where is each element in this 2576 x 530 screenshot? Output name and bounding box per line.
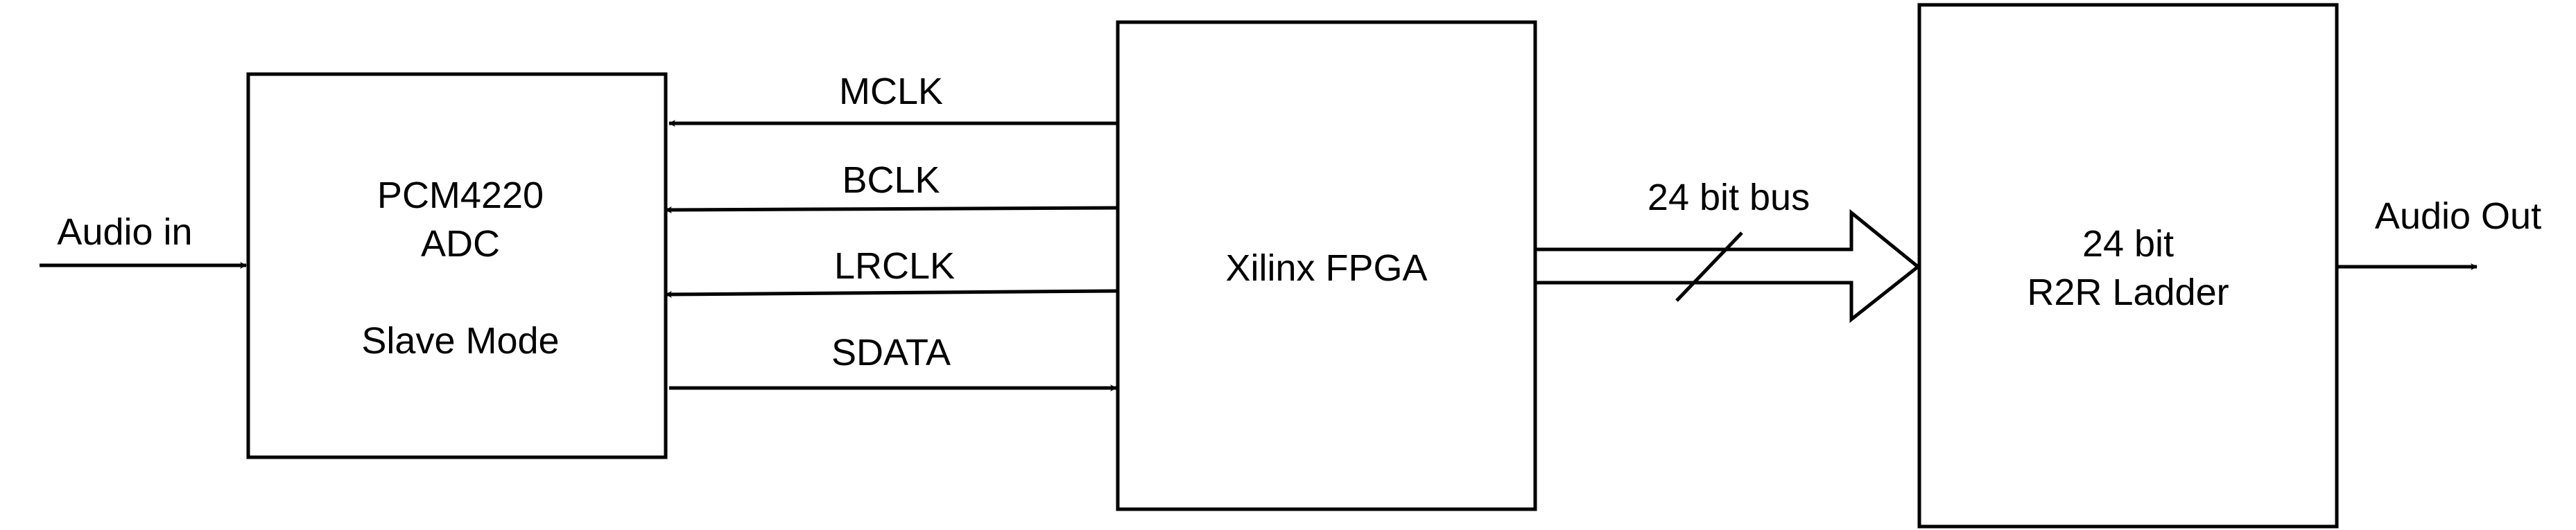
- fpga-label: Xilinx FPGA: [1225, 247, 1427, 289]
- mclk-label: MCLK: [839, 71, 943, 112]
- sdata-label: SDATA: [831, 332, 951, 373]
- lrclk-signal: LRCLK: [665, 245, 1118, 298]
- lrclk-label: LRCLK: [834, 245, 955, 287]
- audio-in-label: Audio in: [57, 211, 192, 253]
- bus-label: 24 bit bus: [1648, 177, 1810, 218]
- bclk-signal: BCLK: [665, 159, 1118, 213]
- audio-out-signal: Audio Out: [2337, 195, 2541, 270]
- bclk-arrow: [665, 206, 1118, 213]
- parallel-bus: 24 bit bus: [1533, 177, 1921, 324]
- r2r-ladder-block: 24 bit R2R Ladder: [1917, 3, 2339, 529]
- adc-block: PCM4220 ADC Slave Mode: [246, 72, 668, 459]
- adc-box: [246, 72, 668, 459]
- adc-mode-label: Slave Mode: [361, 320, 559, 362]
- adc-part-label: PCM4220: [377, 175, 544, 216]
- r2r-ladder-box: [1917, 3, 2339, 529]
- bclk-label: BCLK: [842, 159, 940, 201]
- r2r-bits-label: 24 bit: [2082, 223, 2174, 265]
- sdata-signal: SDATA: [669, 332, 1117, 391]
- fpga-box: [1116, 20, 1537, 511]
- adc-type-label: ADC: [421, 223, 500, 265]
- fpga-block: Xilinx FPGA: [1116, 20, 1537, 511]
- lrclk-arrow: [665, 289, 1118, 298]
- mclk-signal: MCLK: [668, 71, 1118, 127]
- audio-in-signal: Audio in: [40, 211, 247, 269]
- audio-out-label: Audio Out: [2375, 195, 2541, 237]
- bus-block-arrow: [1533, 209, 1921, 324]
- r2r-type-label: R2R Ladder: [2027, 272, 2229, 313]
- bus-width-slash: [1675, 231, 1743, 302]
